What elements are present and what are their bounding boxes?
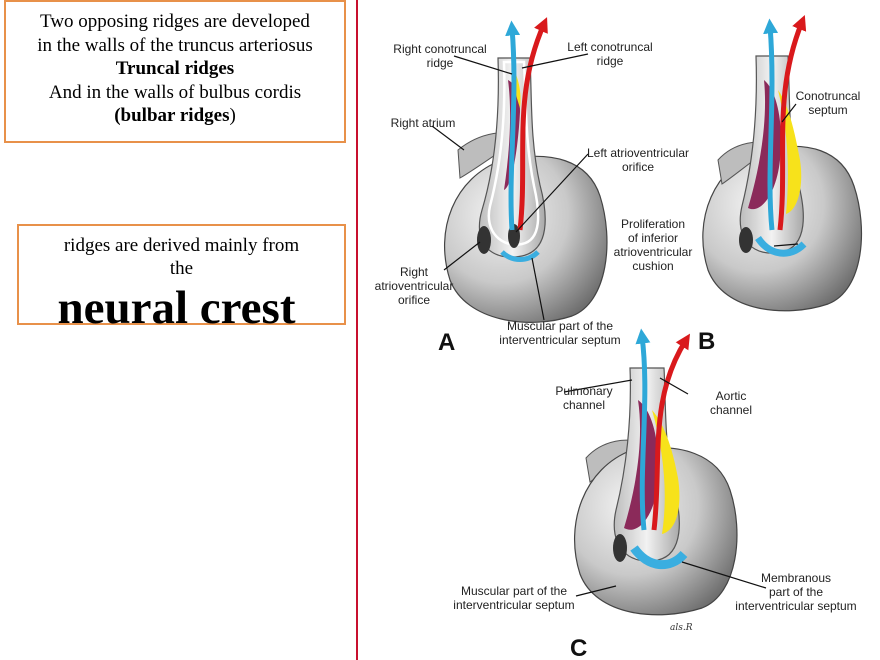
heart-c-right-ridge — [652, 410, 680, 534]
label-right-conotruncal-ridge-line: ridge — [427, 56, 454, 70]
heart-c-aortic-arrow — [651, 333, 691, 531]
heart-b-pulmonary-arrow — [763, 18, 779, 231]
heart-c-pulmonary-arrow — [635, 328, 651, 531]
label-right-atrium-line: Right atrium — [391, 116, 456, 130]
label-membranous-ivs-line: interventricular septum — [735, 599, 856, 613]
label-aortic-channel-line: channel — [710, 403, 752, 417]
label-pulmonary-channel-line: Pulmonary — [555, 384, 612, 398]
heart-a — [443, 17, 608, 323]
neural-crest-textbox: ridges are derived mainly from the neura… — [17, 224, 346, 334]
label-proliferation-cushion-line: of inferior — [628, 231, 678, 245]
label-left-conotruncal-ridge-line: ridge — [597, 54, 624, 68]
box1-line3: Truncal ridges — [115, 58, 235, 79]
heart-c-av-orifice — [613, 534, 627, 562]
label-proliferation-cushion-line: atrioventricular — [614, 245, 693, 259]
plate-label-b: B — [698, 328, 715, 355]
plate-label-c: C — [570, 635, 587, 660]
label-muscular-ivs-c-line: Muscular part of the — [461, 584, 567, 598]
label-right-av-orifice-line: Right — [400, 265, 429, 279]
heart-a-cushion — [500, 250, 540, 262]
heart-b-aortic-arrow — [777, 15, 807, 231]
box1-line2: in the walls of the truncus arteriosus — [37, 34, 313, 56]
box1-line5-bold: bulbar ridges — [120, 105, 230, 126]
heart-a-pulmonary-arrow — [505, 20, 521, 231]
heart-a-tract-inner — [487, 60, 540, 246]
label-right-conotruncal-ridge-line: Right conotruncal — [393, 42, 486, 56]
label-muscular-ivs-a-line: interventricular septum — [499, 333, 620, 347]
label-proliferation-cushion-line: Proliferation — [621, 217, 685, 231]
leader-lines — [431, 53, 799, 597]
box1-line5-open: ( — [114, 105, 121, 126]
heart-b — [702, 15, 863, 312]
heart-c-membranous-septum — [630, 545, 688, 570]
box1-line5-close: ) — [229, 105, 236, 126]
box1-line5: (bulbar ridges) — [6, 104, 344, 128]
box1-line4: And in the walls of bulbus cordis — [48, 81, 302, 103]
label-membranous-ivs-line: Membranous — [761, 571, 831, 585]
label-conotruncal-septum-line: Conotruncal — [796, 89, 861, 103]
truncal-ridges-textbox: Two opposing ridges are developed in the… — [4, 0, 346, 143]
heart-b-av-orifice — [739, 227, 753, 253]
label-left-conotruncal-ridge-line: Left conotruncal — [567, 40, 652, 54]
label-conotruncal-septum-line: septum — [808, 103, 847, 117]
label-left-av-orifice-line: Left atrioventricular — [587, 146, 689, 160]
box1-line1: Two opposing ridges are developed — [40, 11, 310, 32]
heart-c — [573, 328, 738, 616]
heart-b-right-ridge — [778, 90, 802, 214]
box2-line2: the — [169, 258, 194, 279]
label-pulmonary-channel-line: channel — [563, 398, 605, 412]
label-muscular-ivs-a-line: Muscular part of the — [507, 319, 613, 333]
label-left-av-orifice-line: orifice — [622, 160, 654, 174]
label-right-av-orifice-line: orifice — [398, 293, 430, 307]
label-proliferation-cushion-line: cushion — [632, 259, 673, 273]
artist-signature: als.R — [670, 623, 693, 633]
heart-a-aortic-arrow — [517, 17, 548, 231]
label-right-av-orifice-line: atrioventricular — [375, 279, 454, 293]
label-muscular-ivs-c-line: interventricular septum — [453, 598, 574, 612]
vertical-divider — [356, 0, 358, 660]
label-membranous-ivs-line: part of the — [769, 585, 823, 599]
box2-line1: ridges are derived mainly from — [63, 235, 300, 256]
label-right-atrium: Right atrium — [391, 116, 456, 130]
neural-crest-heading: neural crest — [57, 282, 296, 334]
label-aortic-channel-line: Aortic — [716, 389, 747, 403]
plate-label-a: A — [438, 329, 455, 356]
heart-b-cushion — [755, 235, 807, 257]
heart-a-right-av-orifice — [477, 226, 491, 254]
